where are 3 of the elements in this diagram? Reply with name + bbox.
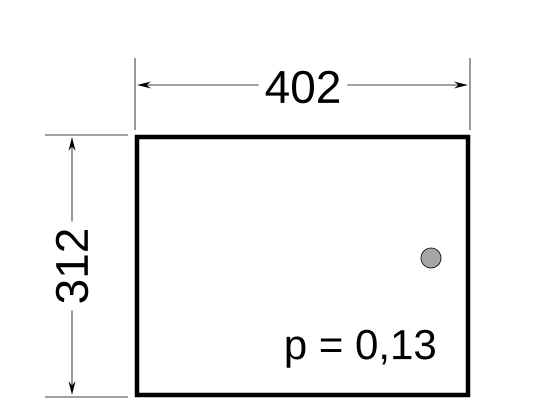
dimension-value: 312 <box>50 222 94 310</box>
dimension-value: 402 <box>258 64 348 110</box>
coefficient-label: p = 0,13 <box>286 330 435 368</box>
